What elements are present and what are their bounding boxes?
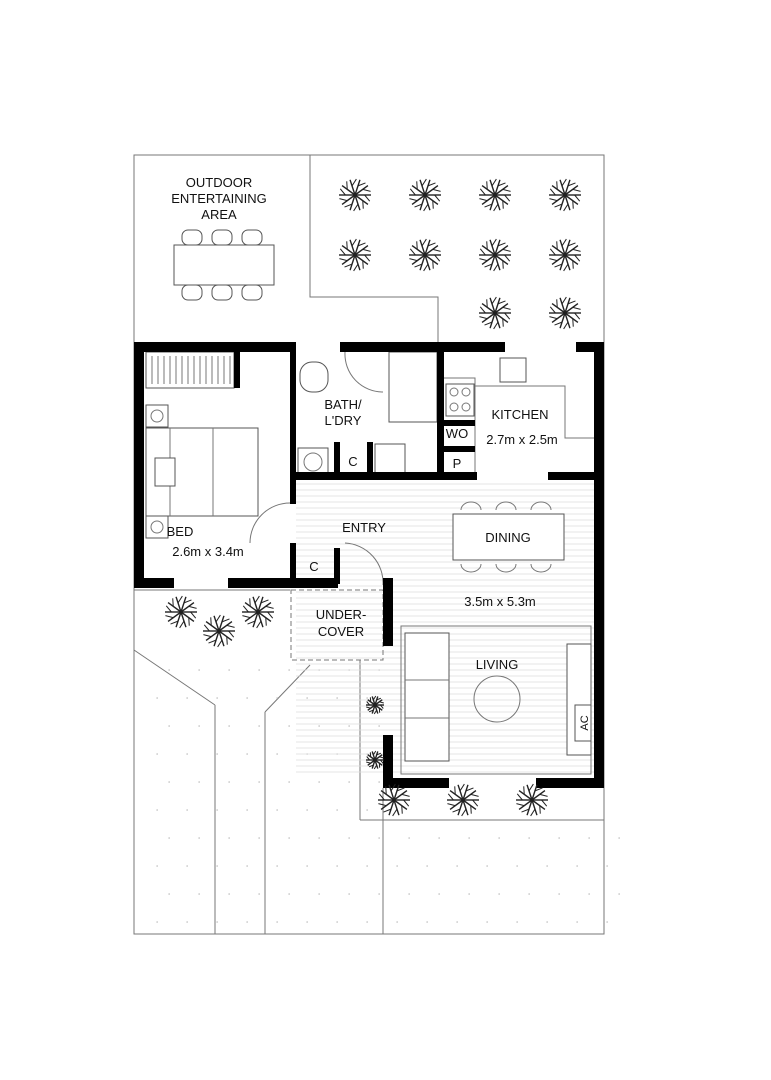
bathroom-fixtures [249,351,438,586]
undercover-label-1: UNDER- [316,607,367,622]
undercover-area [290,589,384,661]
trees [165,178,581,817]
outdoor-area-boundary [309,155,439,342]
bath-label-1: BATH/ [324,397,362,412]
living-label: LIVING [476,657,519,672]
tree-icon [516,783,548,817]
tree-icon [479,238,511,272]
living-size: 3.5m x 5.3m [464,594,536,609]
tree-icon [378,783,410,817]
ac-label: AC [579,715,591,730]
tree-icon [339,238,371,272]
outdoor-area-label-3: AREA [201,207,237,222]
tree-icon [549,296,581,330]
bed-label: BED [167,524,194,539]
dining-label: DINING [485,530,531,545]
kitchen-bench [444,357,596,478]
outdoor-area-label-1: OUTDOOR [186,175,252,190]
wardrobe [145,351,235,389]
tree-icon [479,178,511,212]
undercover-label-2: COVER [318,624,364,639]
tree-icon [549,238,581,272]
kitchen-label: KITCHEN [491,407,548,422]
tree-icon [447,783,479,817]
tree-icon [409,178,441,212]
entry-label: ENTRY [342,520,386,535]
bath-cupboard-label: C [348,454,357,469]
dining-table [452,501,565,573]
bath-label-2: L'DRY [325,413,362,428]
walls [134,342,604,788]
kitchen-size: 2.7m x 2.5m [486,432,558,447]
wo-label: WO [446,426,468,441]
living-furniture [400,625,592,775]
tree-icon [479,296,511,330]
tree-icon [165,595,197,629]
tree-icon [549,178,581,212]
tree-icon [366,750,384,770]
tree-icon [409,238,441,272]
tree-icon [203,614,235,648]
pantry-label: P [453,456,462,471]
entry-cupboard-label: C [309,559,318,574]
bedside-tables [145,404,169,539]
outdoor-area-label-2: ENTERTAINING [171,191,267,206]
tree-icon [242,595,274,629]
room-labels: OUTDOOR ENTERTAINING AREA BATH/ L'DRY KI… [167,175,591,731]
tree-icon [366,695,384,715]
outdoor-dining-table [173,229,275,301]
garden-path [133,589,604,934]
tree-icon [339,178,371,212]
bed-size: 2.6m x 3.4m [172,544,244,559]
bed [145,427,259,517]
lawn-texture [156,669,620,923]
